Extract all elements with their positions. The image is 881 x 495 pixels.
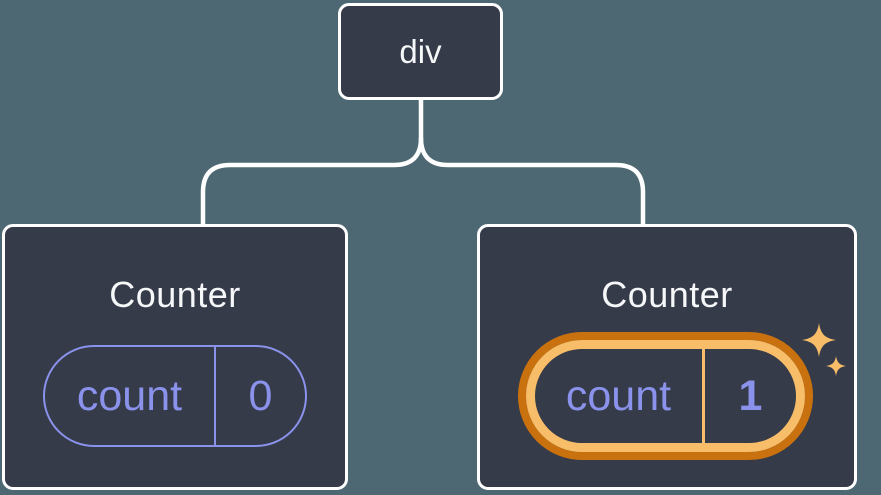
state-name: count	[535, 349, 705, 443]
root-node-label: div	[399, 32, 442, 70]
counter-card-right: Counter count 1	[477, 224, 857, 490]
state-value: 1	[738, 371, 763, 420]
state-name: count	[45, 347, 216, 445]
state-pill-highlight-ring: count 1	[526, 340, 805, 452]
state-pill-highlighted: count 1	[518, 332, 813, 460]
state-pill: count 0	[43, 345, 307, 447]
sparkles-icon	[802, 323, 846, 376]
root-node-div: div	[338, 3, 503, 100]
state-value: 0	[248, 371, 273, 420]
component-title: Counter	[601, 274, 733, 315]
counter-card-left: Counter count 0	[2, 224, 348, 490]
component-title: Counter	[109, 274, 241, 315]
